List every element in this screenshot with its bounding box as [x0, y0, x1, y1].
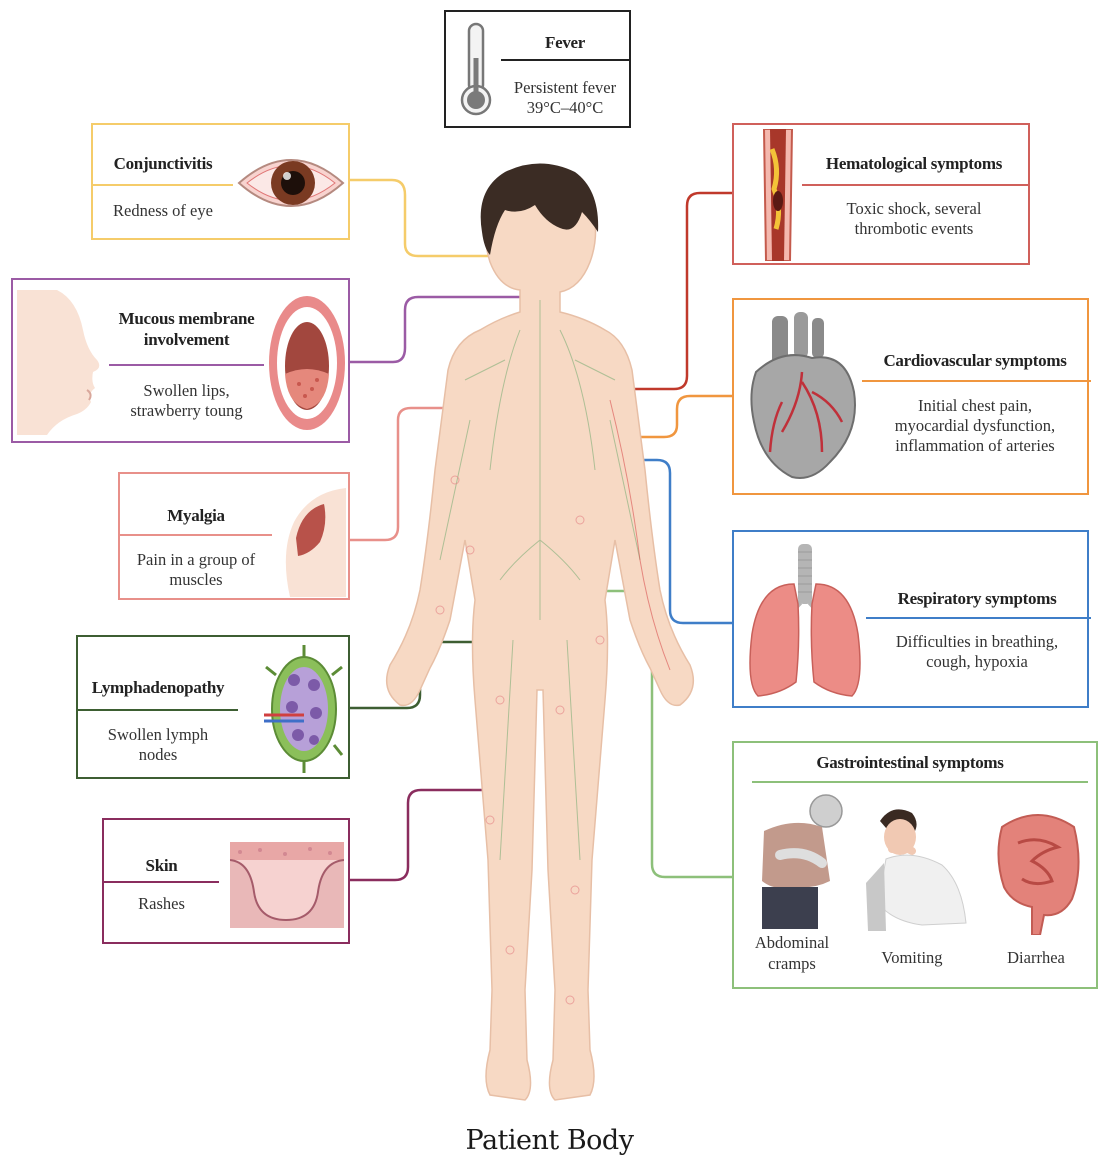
- conjunctivitis-desc: Redness of eye: [93, 201, 233, 221]
- lymph-rule: [78, 709, 238, 711]
- vomiting-person-icon: [862, 803, 970, 933]
- resp-desc-2: cough, hypoxia: [866, 652, 1088, 672]
- fever-desc-2: 39°C–40°C: [501, 98, 629, 118]
- conjunctivitis-rule: [93, 184, 233, 186]
- skin-layer-icon: [230, 842, 344, 928]
- mucous-desc-1: Swollen lips,: [109, 381, 264, 401]
- face-profile-icon: [17, 290, 109, 435]
- hema-desc-2: thrombotic events: [804, 219, 1024, 239]
- lymph-box: Lymphadenopathy Swollen lymph nodes: [76, 635, 350, 779]
- fever-rule: [501, 59, 629, 61]
- mucous-desc-2: strawberry toung: [109, 401, 264, 421]
- cardio-title: Cardiovascular symptoms: [864, 352, 1086, 370]
- heart-icon: [742, 312, 862, 487]
- myalgia-rule: [120, 534, 272, 536]
- mucous-title-1: Mucous membrane: [109, 310, 264, 328]
- fever-desc-1: Persistent fever: [501, 78, 629, 98]
- gi-label-vomiting: Vomiting: [854, 948, 970, 968]
- skin-box: Skin Rashes: [102, 818, 350, 944]
- lungs-icon: [744, 544, 866, 698]
- lymph-node-icon: [264, 645, 344, 773]
- gi-rule: [752, 781, 1088, 783]
- fever-box: Fever Persistent fever 39°C–40°C: [444, 10, 631, 128]
- lymph-title: Lymphadenopathy: [78, 679, 238, 697]
- open-mouth-icon: [267, 294, 347, 432]
- resp-title: Respiratory symptoms: [866, 590, 1088, 608]
- lymph-desc-2: nodes: [78, 745, 238, 765]
- resp-box: Respiratory symptoms Difficulties in bre…: [732, 530, 1089, 708]
- gi-box: Gastrointestinal symptoms Abdominal cram…: [732, 741, 1098, 989]
- hema-rule: [802, 184, 1030, 186]
- conjunctivitis-box: Conjunctivitis Redness of eye: [91, 123, 350, 240]
- gi-label-cramps: cramps: [734, 954, 850, 974]
- cardio-rule: [862, 380, 1091, 382]
- mucous-rule: [109, 364, 264, 366]
- cardio-box: Cardiovascular symptoms Initial chest pa…: [732, 298, 1089, 495]
- skin-title: Skin: [104, 857, 219, 875]
- gi-title: Gastrointestinal symptoms: [734, 754, 1086, 772]
- hema-title: Hematological symptoms: [804, 155, 1024, 173]
- gi-label-diarrhea: Diarrhea: [978, 948, 1094, 968]
- gi-label-abdominal: Abdominal: [734, 933, 850, 953]
- thermometer-icon: [456, 20, 496, 118]
- mucous-box: Mucous membrane involvement Swollen lips…: [11, 278, 350, 443]
- skin-desc: Rashes: [104, 894, 219, 914]
- intestine-icon: [992, 807, 1084, 935]
- lymph-desc-1: Swollen lymph: [78, 725, 238, 745]
- myalgia-desc-2: muscles: [120, 570, 272, 590]
- patient-body-caption: Patient Body: [0, 1125, 1099, 1156]
- myalgia-box: Myalgia Pain in a group of muscles: [118, 472, 350, 600]
- hema-box: Hematological symptoms Toxic shock, seve…: [732, 123, 1030, 265]
- patient-body-illustration: [380, 160, 710, 1120]
- cardio-desc-3: inflammation of arteries: [864, 436, 1086, 456]
- conjunctivitis-title: Conjunctivitis: [103, 155, 223, 173]
- blood-vessel-icon: [754, 129, 802, 261]
- hema-desc-1: Toxic shock, several: [804, 199, 1024, 219]
- cardio-desc-1: Initial chest pain,: [864, 396, 1086, 416]
- myalgia-title: Myalgia: [120, 507, 272, 525]
- red-eye-icon: [235, 143, 347, 223]
- shoulder-muscle-icon: [280, 482, 348, 597]
- mucous-title-2: involvement: [109, 331, 264, 349]
- skin-rule: [104, 881, 219, 883]
- resp-rule: [866, 617, 1091, 619]
- abdominal-cramps-icon: [744, 791, 849, 931]
- myalgia-desc-1: Pain in a group of: [120, 550, 272, 570]
- resp-desc-1: Difficulties in breathing,: [866, 632, 1088, 652]
- cardio-desc-2: myocardial dysfunction,: [864, 416, 1086, 436]
- fever-title: Fever: [501, 34, 629, 52]
